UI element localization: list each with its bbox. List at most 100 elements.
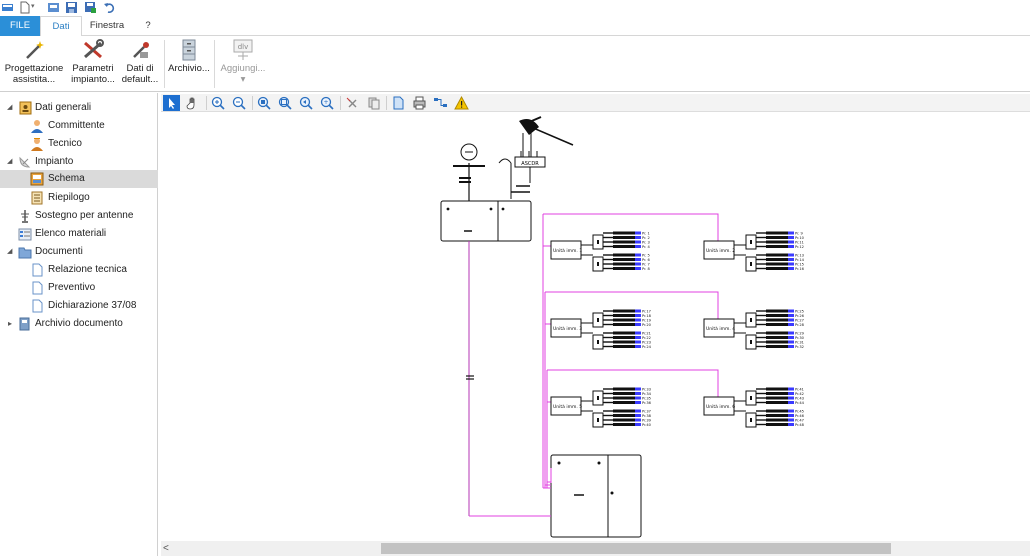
zoom-window-icon[interactable]: [277, 95, 294, 111]
outlet-plug: [635, 236, 641, 239]
unit-label: Unità imm. 4: [706, 325, 735, 332]
outlet-plate: [613, 414, 635, 417]
bus-wire: [544, 292, 551, 325]
outlet-plug: [635, 318, 641, 322]
copy-icon[interactable]: [365, 95, 382, 111]
tree-item-documenti[interactable]: ◢ Documenti: [0, 243, 158, 261]
app-menu-icon[interactable]: [1, 1, 14, 14]
tree-item-archivio-documento[interactable]: ▸ Archivio documento: [0, 315, 158, 333]
splitter-mark: [597, 418, 599, 422]
outlet-plate: [766, 267, 788, 270]
tree-item-tecnico[interactable]: Tecnico: [0, 135, 158, 153]
splitter-mark: [750, 340, 752, 344]
outlet-label: Pr.40: [642, 423, 652, 427]
outlet-plug: [635, 267, 641, 270]
open-icon[interactable]: [47, 1, 60, 14]
parametri-impianto-button[interactable]: Parametri impianto...: [68, 36, 118, 90]
zoom-previous-icon[interactable]: [298, 95, 315, 111]
aggiungi-label: Aggiungi...: [220, 63, 266, 74]
tree-item-dati-generali[interactable]: ◢ Dati generali: [0, 99, 158, 117]
new-document-icon[interactable]: [18, 1, 31, 14]
unit-label: Unità imm. 2: [706, 247, 735, 254]
undo-icon[interactable]: [103, 1, 116, 14]
tree-item-dichiarazione[interactable]: Dichiarazione 37/08: [0, 297, 158, 315]
ribbon: Progettazione assistita... Parametri imp…: [0, 36, 1030, 92]
toolbar-separator: [206, 96, 207, 110]
tree-item-sostegno[interactable]: Sostegno per antenne: [0, 207, 158, 225]
pan-hand-icon[interactable]: [185, 95, 202, 111]
ribbon-separator: [214, 40, 215, 88]
zoom-all-icon[interactable]: +: [319, 95, 336, 111]
outlet-label: Pr. 3: [642, 241, 650, 245]
secondary-cabinet[interactable]: [550, 454, 642, 538]
delete-icon[interactable]: [344, 95, 361, 111]
dati-default-button[interactable]: Dati di default...: [120, 36, 160, 90]
warning-icon[interactable]: [453, 95, 470, 111]
splitter-mark: [597, 240, 599, 244]
tree-item-elenco-materiali[interactable]: Elenco materiali: [0, 225, 158, 243]
save-as-icon[interactable]: [84, 1, 97, 14]
outlet-label: Pr.10: [795, 236, 805, 240]
save-icon[interactable]: [65, 1, 78, 14]
print-icon[interactable]: [411, 95, 428, 111]
horizontal-scrollbar[interactable]: <: [161, 541, 1030, 556]
select-pointer-icon[interactable]: [163, 95, 180, 111]
parametri-line1: Parametri: [72, 63, 114, 74]
outlet-plug: [788, 340, 794, 344]
unit-box: [550, 318, 582, 338]
outlet-plug: [788, 423, 794, 426]
zoom-out-icon[interactable]: [231, 95, 248, 111]
scroll-thumb[interactable]: [381, 543, 891, 554]
outlet-plate: [766, 396, 788, 400]
dropdown-arrow-icon[interactable]: ▾: [31, 3, 35, 10]
bus-wire: [546, 370, 551, 403]
tree-item-impianto[interactable]: ◢ Impianto: [0, 153, 158, 171]
outlet-label: Pr.29: [795, 332, 805, 336]
tab-file[interactable]: FILE: [0, 16, 40, 36]
expanded-arrow-icon[interactable]: ◢: [7, 104, 13, 111]
expanded-arrow-icon[interactable]: ◢: [7, 158, 13, 165]
tree-item-relazione-tecnica[interactable]: Relazione tecnica: [0, 261, 158, 279]
aggiungi-button[interactable]: dlv Aggiungi... ▾: [218, 36, 268, 90]
outlet-plate: [766, 340, 788, 344]
tab-dati[interactable]: Dati: [40, 16, 82, 37]
zoom-fit-icon[interactable]: [256, 95, 273, 111]
main-cabinet[interactable]: [440, 200, 532, 242]
schema-canvas[interactable]: ASCDR Unità im: [161, 113, 1030, 541]
outlet-label: Pr.26: [795, 314, 805, 318]
outlet-plug: [788, 318, 794, 322]
outlet-label: Pr.35: [642, 397, 651, 401]
document-icon: [32, 263, 43, 277]
outlet-plug: [635, 240, 641, 244]
add-device-icon-text: dlv: [238, 43, 249, 51]
schema-drawing[interactable]: ASCDR Unità im: [161, 113, 1030, 541]
outlet-plate: [766, 323, 788, 326]
tree-item-preventivo[interactable]: Preventivo: [0, 279, 158, 297]
outlet-plate: [613, 258, 635, 261]
terrestrial-antenna[interactable]: [453, 143, 485, 203]
tree-item-committente[interactable]: Committente: [0, 117, 158, 135]
outlet-plate: [766, 336, 788, 339]
satellite-dish[interactable]: [519, 116, 574, 158]
outlet-plug: [635, 401, 641, 404]
zoom-in-icon[interactable]: [210, 95, 227, 111]
outlet-plug: [788, 262, 794, 266]
archivio-button[interactable]: Archivio...: [167, 36, 211, 90]
outlet-plate: [766, 240, 788, 244]
tree-item-riepilogo[interactable]: Riepilogo: [0, 189, 158, 207]
outlet-plug: [788, 323, 794, 326]
outlet-label: Pr.22: [642, 336, 651, 340]
outlet-label: Pr.14: [795, 258, 805, 262]
expanded-arrow-icon[interactable]: ◢: [7, 248, 13, 255]
collapsed-arrow-icon[interactable]: ▸: [8, 319, 13, 328]
tab-help[interactable]: ?: [145, 20, 151, 31]
tree-item-schema[interactable]: Schema: [0, 170, 158, 188]
tab-finestra[interactable]: Finestra: [89, 20, 125, 31]
headend-switch[interactable]: ASCDR: [498, 151, 546, 199]
page-icon[interactable]: [390, 95, 407, 111]
connect-icon[interactable]: [432, 95, 449, 111]
outlet-label: Pr. 9: [795, 232, 804, 236]
progettazione-assistita-button[interactable]: Progettazione assistita...: [2, 36, 66, 90]
scroll-left-arrow[interactable]: <: [163, 543, 169, 554]
unit-box: [550, 240, 582, 260]
